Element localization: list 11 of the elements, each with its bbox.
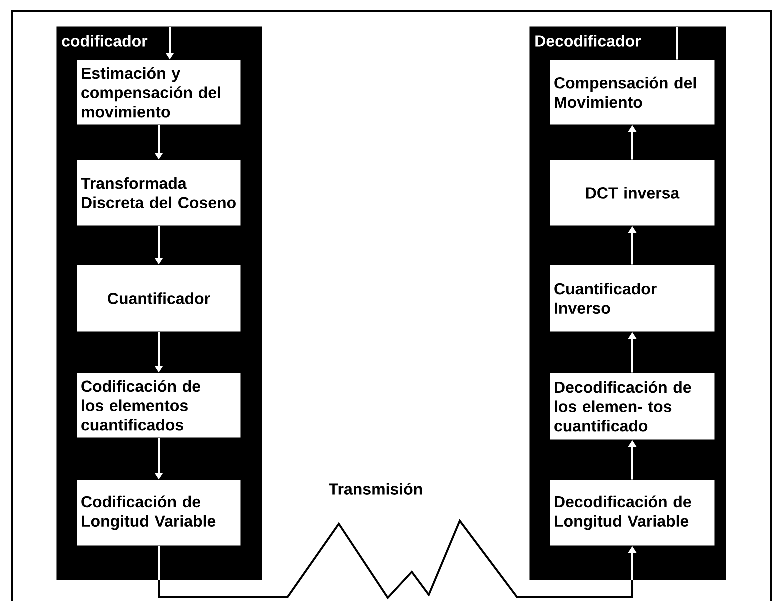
process-box: Compensación del Movimiento [550,60,716,126]
process-box: DCT inversa [550,160,716,226]
process-box: Decodificación de los elemen- tos cuantificado [550,372,716,440]
process-box: Estimación y compensación del movimiento [76,60,242,126]
process-box: Cuantificador [76,264,242,332]
process-box: Codificación de los elementos cuantificados [76,372,242,438]
process-box: Cuantificador Inverso [550,264,716,332]
process-box: Decodificación de Longitud Variable [550,480,716,546]
process-box: Transformada Discreta del Coseno [76,160,242,226]
process-box: Codificación de Longitud Variable [76,480,242,546]
edge-label: Transmisión [328,482,424,496]
